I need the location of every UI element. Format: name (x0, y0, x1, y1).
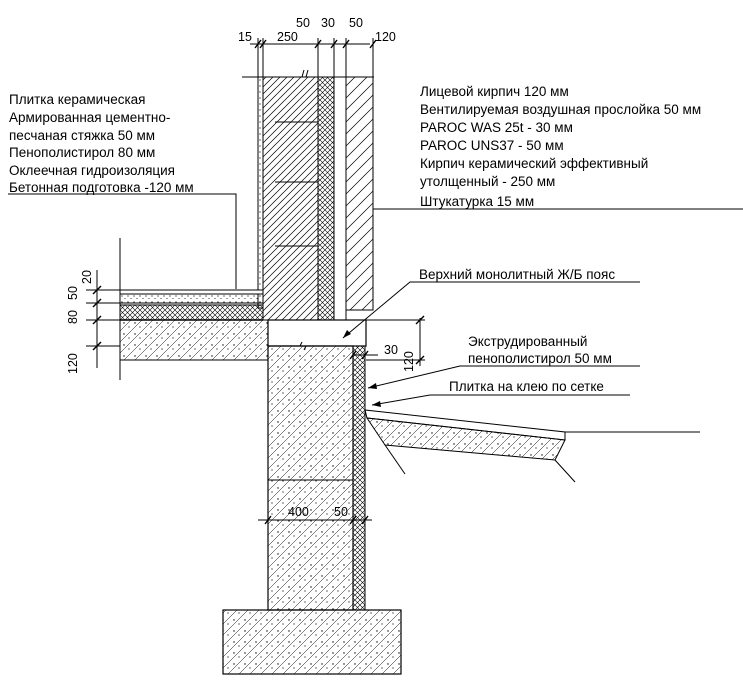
belt-label: Верхний монолитный Ж/Б пояс (419, 267, 615, 282)
dim-top-15: 15 (238, 30, 252, 44)
dim-found-400: 400 (288, 505, 309, 519)
concrete-prep (120, 320, 268, 360)
facing-brick-layer (345, 76, 374, 311)
paroc-was-layer (317, 76, 335, 321)
dim-right-30: 30 (384, 343, 398, 357)
dim-left-50: 50 (66, 286, 80, 300)
dim-top-50a: 50 (296, 16, 310, 30)
dim-left-20: 20 (80, 270, 94, 284)
inner-brick-layer (262, 76, 319, 321)
dim-top-120: 120 (375, 30, 396, 44)
foundation-dimensions: 400 50 (258, 505, 372, 525)
wall (257, 76, 374, 321)
foundation-wall (267, 345, 366, 611)
floor-layer-label: песчаная стяжка 50 мм (9, 128, 155, 143)
wall-layer-label: PAROC UNS37 - 50 мм (420, 138, 564, 153)
wall-layer-label: Штукатурка 15 мм (420, 194, 534, 209)
dimension-tick-icon (254, 39, 377, 49)
dim-left-120: 120 (66, 353, 80, 374)
floor-layer-label: Плитка керамическая (9, 92, 145, 107)
paroc-uns-layer (333, 76, 347, 321)
floor-eps (119, 304, 264, 321)
wall-layer-label: Вентилируемая воздушная прослойка 50 мм (420, 102, 701, 117)
dim-right-120: 120 (402, 351, 416, 372)
wall-layer-label: PAROC WAS 25t - 30 мм (420, 120, 573, 135)
blind-area (364, 409, 700, 483)
floor-layer-label: Бетонная подготовка -120 мм (9, 180, 194, 195)
floor-tile (119, 289, 264, 295)
dim-left-80: 80 (66, 310, 80, 324)
plaster-layer (257, 76, 264, 309)
right-dimensions: 30 120 (349, 315, 425, 372)
floor-screed (119, 293, 264, 304)
dimension-tick-icon (349, 315, 425, 365)
floor-build-up (119, 238, 268, 380)
xps-label-line2: пенополистирол 50 мм (468, 351, 612, 366)
break-mark (301, 69, 309, 78)
footing (222, 609, 402, 675)
dimension-tick-icon (264, 515, 369, 525)
wall-layer-label: Кирпич керамический эффективный (420, 156, 648, 171)
dim-top-50b: 50 (349, 16, 363, 30)
leaders (8, 193, 743, 407)
dim-top-30: 30 (321, 16, 335, 30)
floor-layer-label: Оклеечная гидроизоляция (9, 163, 175, 178)
wall-layers-legend: Лицевой кирпич 120 мм Вентилируемая возд… (420, 84, 701, 209)
wall-layer-label: Лицевой кирпич 120 мм (420, 84, 569, 99)
tile-label: Плитка на клею по сетке (449, 379, 604, 394)
monolithic-belt (267, 319, 367, 347)
wall-layer-label: утолщенный - 250 мм (420, 174, 555, 189)
dim-top-250: 250 (277, 30, 298, 44)
xps-label-line1: Экструдированный (468, 334, 587, 349)
top-dimensions: 15 250 50 30 50 120 (238, 16, 396, 78)
floor-layer-label: Пенополистирол 80 мм (9, 145, 155, 160)
dimension-tick-icon (92, 285, 102, 351)
floor-layers-legend: Плитка керамическая Армированная цементн… (9, 92, 194, 195)
floor-layer-label: Армированная цементно- (9, 110, 170, 125)
dim-found-50: 50 (334, 505, 348, 519)
left-dimensions: 20 50 80 120 (66, 270, 120, 374)
leader-arrow-icon (343, 330, 381, 407)
